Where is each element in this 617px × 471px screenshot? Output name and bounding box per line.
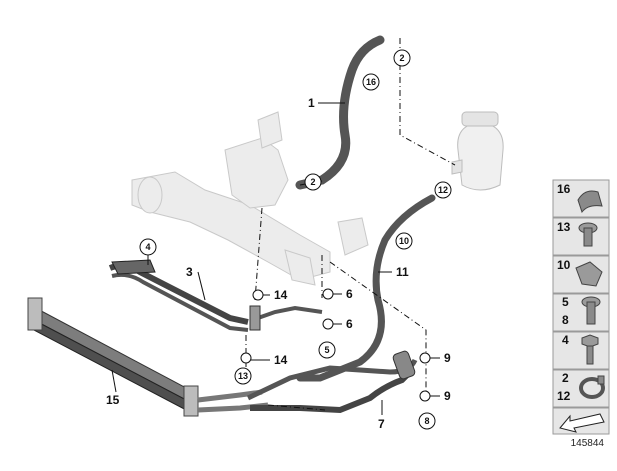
line-11 [296,194,436,382]
hose-clamp-icon [579,375,605,399]
svg-text:8: 8 [562,313,569,327]
circled-callout-4: 4 [139,238,157,256]
callout-9b: 9 [444,389,451,403]
circled-callout-12: 12 [434,181,452,199]
hose-clip-icon [575,261,603,287]
svg-text:2: 2 [562,371,569,385]
svg-text:13: 13 [557,220,571,234]
ring-marker [419,352,431,364]
callout-15: 15 [106,393,120,407]
circled-callout-16: 16 [362,73,380,91]
ring-marker [240,352,252,364]
steering-rack-ghost [131,111,369,286]
legend-cell-4[interactable] [552,331,610,370]
callout-3: 3 [186,265,193,279]
callout-6b: 6 [346,317,353,331]
circled-callout-2a: 2 [393,49,411,67]
svg-text:10: 10 [399,236,409,246]
svg-text:16: 16 [557,182,571,196]
ring-marker [322,318,334,330]
callout-6a: 6 [346,287,353,301]
reservoir [451,111,504,191]
callout-14b: 14 [274,353,288,367]
hose-1 [295,35,385,190]
diagram-id: 145844 [571,438,605,449]
callout-7: 7 [378,417,385,431]
svg-text:4: 4 [145,242,150,252]
svg-text:5: 5 [562,295,569,309]
callout-11: 11 [396,265,409,279]
legend: 16 13 10 5 8 4 2 12 [552,179,610,435]
svg-text:13: 13 [238,371,248,381]
circled-callout-5: 5 [318,341,336,359]
banjo-bolt-icon [578,222,598,247]
hex-bolt-icon [581,334,599,365]
legend-cell-13[interactable] [552,217,610,256]
svg-text:2: 2 [399,53,404,63]
ring-marker [322,288,334,300]
svg-text:5: 5 [324,345,329,355]
clamp-icon [577,190,603,214]
svg-text:12: 12 [438,185,448,195]
callout-1: 1 [308,96,315,110]
pipe-6 [257,305,323,320]
svg-text:2: 2 [310,177,315,187]
circled-callout-8: 8 [418,412,436,430]
ring-marker [252,289,264,301]
svg-text:4: 4 [562,333,569,347]
direction-arrow-icon [559,413,605,433]
callout-14a: 14 [274,288,288,302]
circled-callout-10: 10 [395,232,413,250]
ring-marker [419,390,431,402]
callout-9a: 9 [444,351,451,365]
circled-callout-2b: 2 [304,173,322,191]
svg-text:12: 12 [557,389,571,403]
hollow-bolt-icon [581,296,601,325]
svg-text:16: 16 [366,77,376,87]
svg-text:8: 8 [424,416,429,426]
svg-text:10: 10 [557,258,571,272]
oil-cooler [27,297,269,417]
circled-callout-13: 13 [234,367,252,385]
